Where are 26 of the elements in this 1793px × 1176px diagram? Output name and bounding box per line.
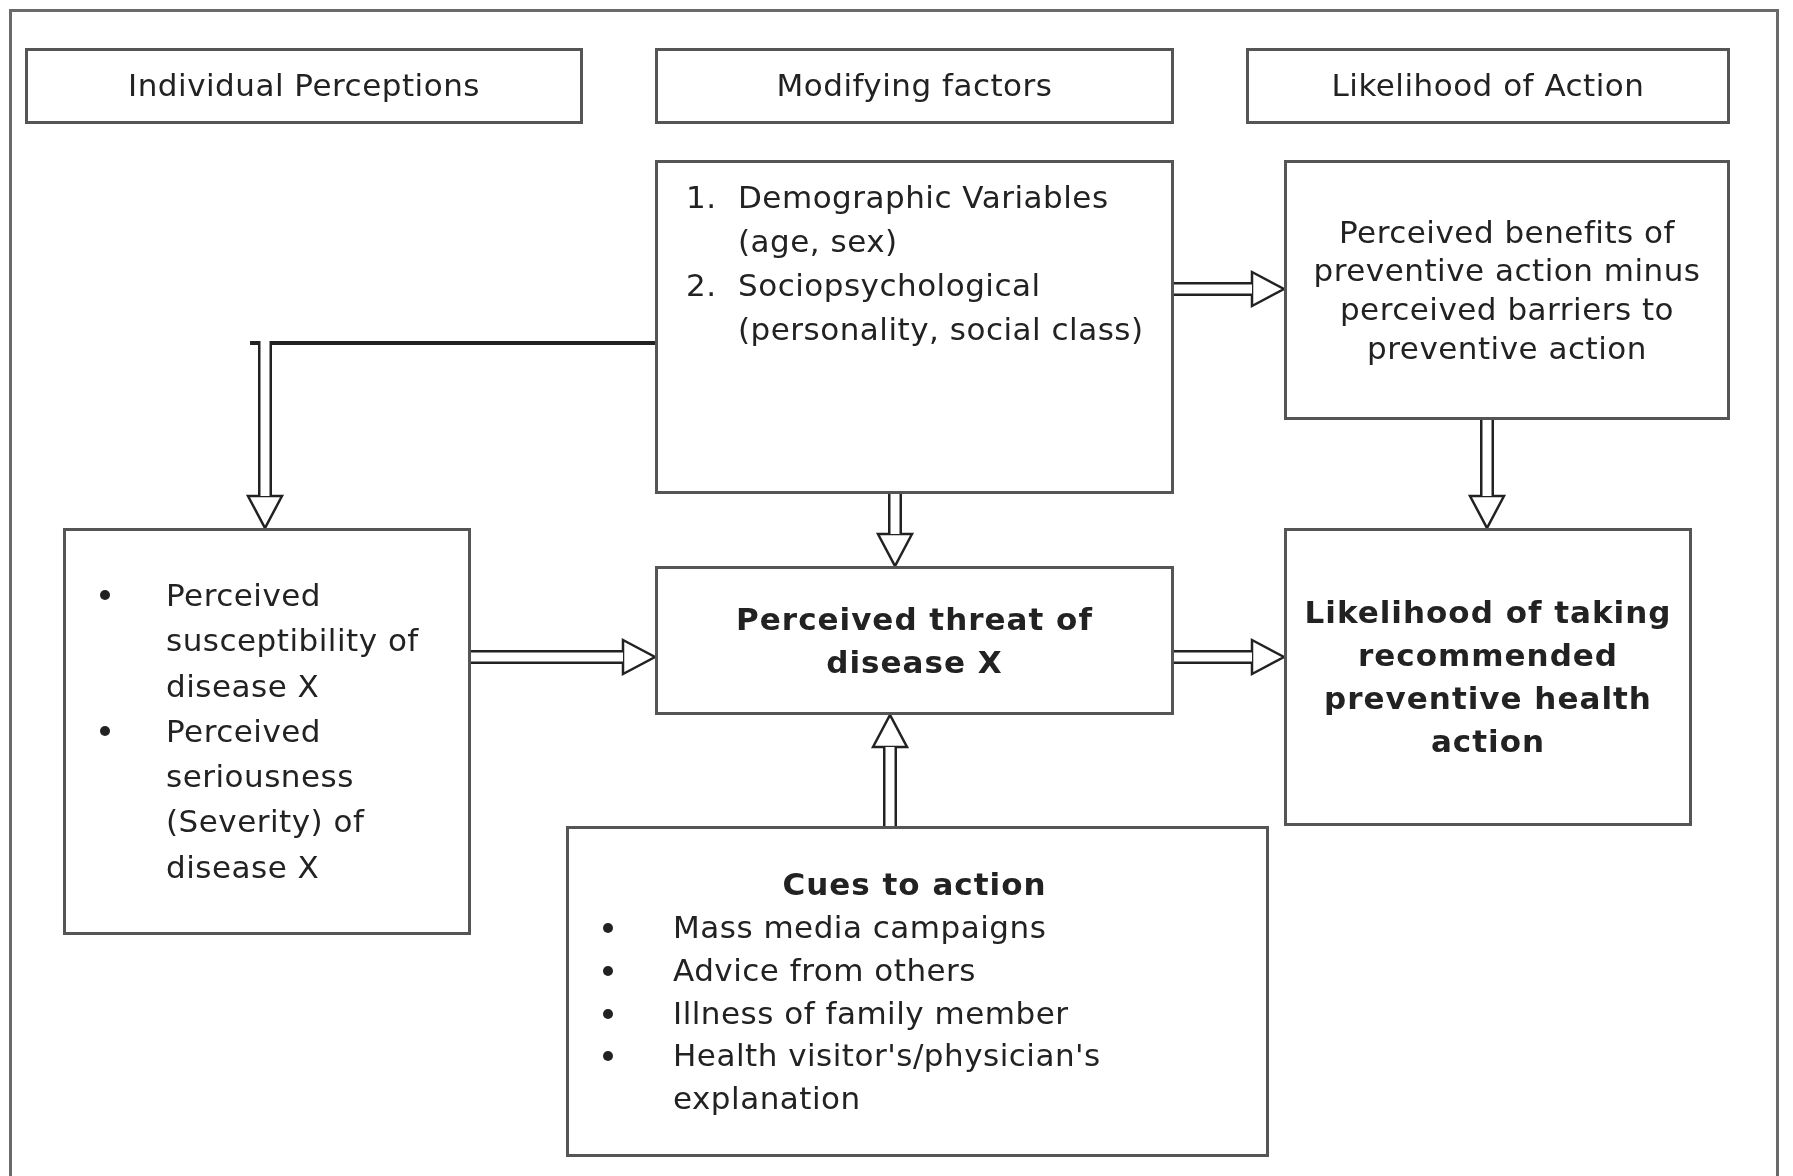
- list-item: Health visitor's/physician's explanation: [673, 1036, 1102, 1119]
- list-item: Illness of family member: [673, 993, 1070, 1033]
- process-box: [1284, 528, 1692, 826]
- header-box: [655, 48, 1174, 124]
- header-box: [1246, 48, 1730, 124]
- box-text: Perceived threat of disease X: [735, 599, 1094, 682]
- list-item: Sociopsychological (personality, social class): [738, 266, 1145, 350]
- header-box: [25, 48, 583, 124]
- column-title: Individual Perceptions: [127, 67, 481, 105]
- list-item: Perceived seriousness (Severity) of disease X: [166, 711, 366, 887]
- box-text: Likelihood of taking recommended preventive health action: [1303, 593, 1673, 761]
- column-title: Likelihood of Action: [1330, 67, 1646, 105]
- process-box: [655, 160, 1174, 494]
- list-number: 1.: [686, 178, 718, 217]
- list-item: Advice from others: [673, 950, 977, 990]
- list-item: Demographic Variables (age, sex): [738, 178, 1110, 261]
- list-number: 2.: [686, 266, 718, 306]
- process-box: [63, 528, 471, 935]
- box-text: Perceived benefits of preventive action minus perceived barriers to preventive action: [1312, 212, 1702, 368]
- list-item: Perceived susceptibility of disease X: [166, 576, 420, 706]
- box-heading: Cues to action: [781, 865, 1048, 905]
- process-box: [566, 826, 1269, 1157]
- list-item: Mass media campaigns: [673, 907, 1048, 947]
- column-title: Modifying factors: [775, 67, 1054, 105]
- process-box: [1284, 160, 1730, 420]
- process-box: [655, 566, 1174, 715]
